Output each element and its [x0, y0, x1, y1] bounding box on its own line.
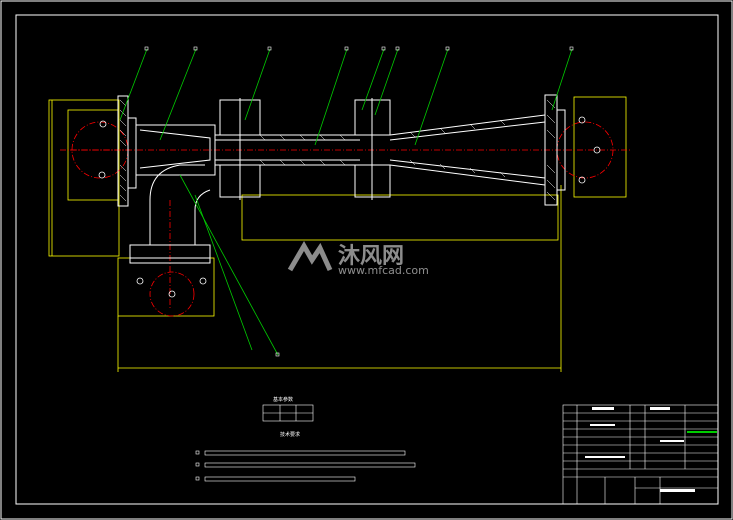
notes-table	[262, 404, 314, 422]
title-block-fields	[585, 407, 695, 492]
watermark-brand: 沐风网	[338, 244, 405, 269]
watermark-url: www.mfcad.com	[338, 264, 429, 277]
title-block	[562, 404, 719, 505]
hatching	[119, 99, 556, 202]
basic-params-heading: 基本参数	[273, 397, 294, 403]
bolt-holes	[98, 116, 601, 298]
watermark-logo-icon	[287, 241, 333, 272]
pipe-body	[117, 94, 566, 264]
leader-lines	[119, 48, 573, 356]
inner-frame	[15, 14, 719, 505]
title-block-accent	[687, 431, 717, 433]
leader-markers	[144, 46, 574, 357]
tech-requirements-heading: 技术要求	[280, 432, 301, 438]
requirement-lines	[195, 450, 416, 482]
